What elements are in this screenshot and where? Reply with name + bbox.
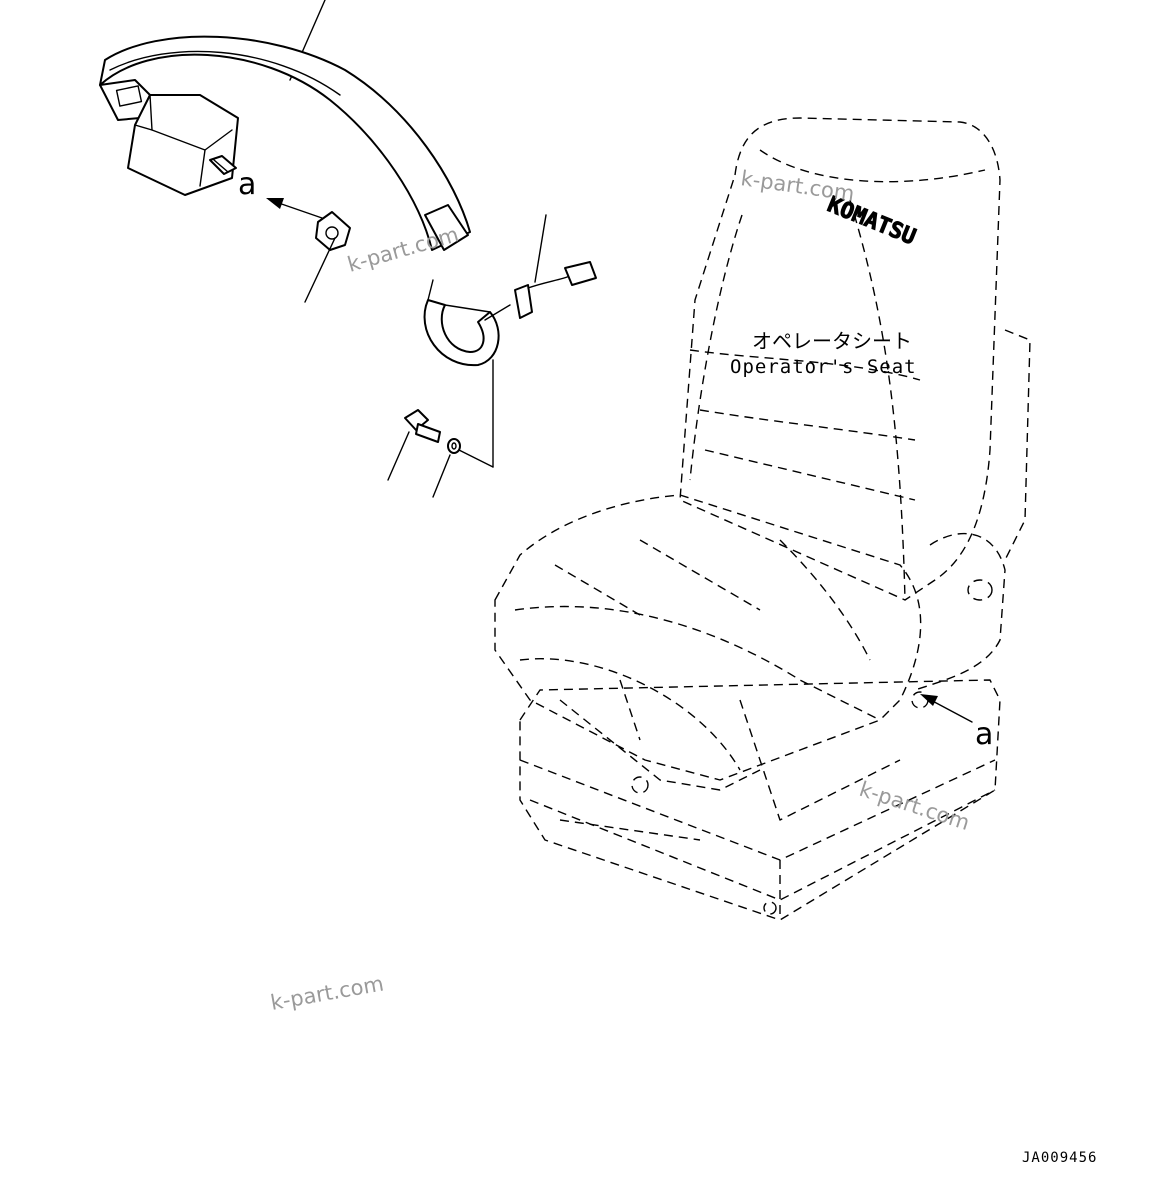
seat-belt-strap — [99, 0, 471, 251]
reference-mark-belt: a — [238, 167, 256, 202]
operator-seat — [494, 117, 1031, 921]
seat-label-japanese: オペレータシート — [752, 329, 912, 353]
watermark: k-part.com — [345, 222, 462, 277]
watermark: k-part.com — [856, 777, 972, 835]
reference-mark-seat: a — [975, 717, 993, 752]
drawing-code: JA009456 — [1022, 1150, 1097, 1166]
watermark: k-part.com — [739, 166, 856, 206]
mounting-bolt — [387, 409, 441, 481]
buckle-body — [127, 94, 239, 196]
belt-mount-bolt — [209, 155, 237, 175]
switch-harness — [484, 214, 597, 321]
seat-label-english: Operator's Seat — [730, 356, 917, 378]
reference-arrow-seat — [920, 694, 973, 723]
belt-lower-loop — [423, 279, 500, 367]
anchor-bracket — [304, 211, 351, 303]
reference-arrow-belt — [266, 198, 323, 219]
washer — [432, 438, 461, 498]
watermark: k-part.com — [269, 971, 386, 1014]
